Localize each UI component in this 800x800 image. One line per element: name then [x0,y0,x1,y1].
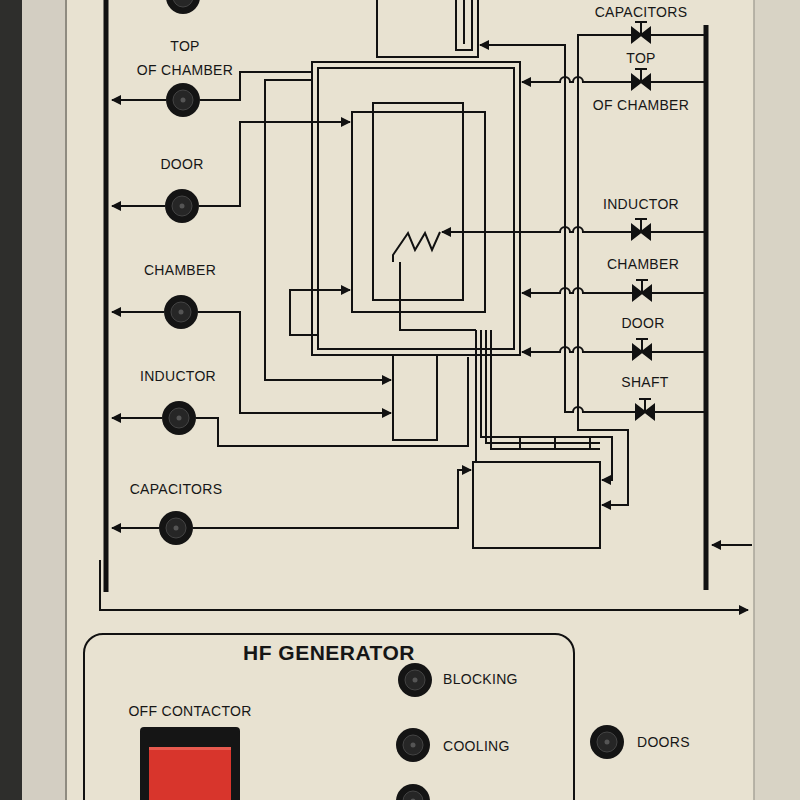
flow-line [112,311,164,313]
indicator-lamp [162,401,196,435]
flow-line [112,205,165,207]
valve-label: CHAMBER [573,255,713,273]
crucible-outline [373,103,463,300]
supply-manifold [704,25,709,590]
panel-bevel [22,0,66,800]
line-spacer [586,35,621,82]
flow-line [486,330,600,443]
top-unit [463,0,465,44]
push-button [140,727,240,800]
push-button-cap [149,747,231,800]
water-inlet [712,544,752,546]
flow-line [650,35,704,412]
indicator-lamps [159,0,624,800]
return-manifold [104,0,109,592]
valve-symbol [632,22,650,42]
lamp-label: COOLING [443,737,510,755]
valve-symbol [633,339,651,359]
chamber-outline [318,68,514,349]
indicator-lamp [165,189,199,223]
chamber-outline [312,62,520,355]
capacitor-bank [473,462,600,548]
valve-label: INDUCTOR [571,195,711,213]
shaft-unit [393,355,437,440]
lamp-label: CHAMBER [110,261,250,279]
flow-line [400,262,476,330]
indicator-lamp [166,0,200,14]
valve-label: DOOR [573,314,713,332]
flow-line [475,330,477,462]
flow-line [520,437,590,449]
valve-symbol [636,399,654,419]
panel-edge [754,0,800,800]
inductor-symbol [393,232,440,262]
flow-line [112,99,166,101]
piping [100,0,752,610]
panel-edge [753,0,755,800]
flow-line [442,227,632,232]
line-spacer [130,34,165,58]
valve-label: TOP OF CHAMBER [586,35,696,129]
top-unit [456,0,472,50]
indicator-lamp [396,784,430,800]
lamp-label: DOOR [112,155,252,173]
lamp-label: INDUCTOR [108,367,248,385]
water-outlet [100,560,748,610]
indicator-lamp [590,725,624,759]
lamp-label: TOP OF CHAMBER [130,34,240,82]
flow-line [112,417,162,419]
valve-symbol [632,219,650,239]
panel-edge [65,0,67,800]
flow-line [196,357,468,446]
valve-label: SHAFT [575,373,715,391]
lamp-label: CAPACITORS [106,480,246,498]
valve-symbol [633,280,651,300]
panel-heading: HF GENERATOR [85,641,573,665]
flow-line [193,470,471,528]
cabinet-edge [0,0,22,800]
top-unit [377,0,478,57]
lamp-label: DOORS [637,733,690,751]
line-spacer [205,34,240,58]
flow-line [199,122,350,206]
indicator-lamp [164,295,198,329]
flow-line [290,290,350,335]
valve-symbols [632,22,654,419]
contactor-button: OFF CONTACTOR [115,701,265,800]
generator-panel: HF GENERATOR OFF CONTACTOR [83,633,575,800]
coil-outline [352,112,485,312]
flow-line [112,527,159,529]
valve-symbol [632,69,650,89]
valve-label: CAPACITORS [571,3,711,21]
indicator-lamp [398,663,432,697]
line-spacer [661,35,696,82]
indicator-lamp [396,728,430,762]
indicator-lamp [159,511,193,545]
flow-line [491,330,600,449]
indicator-lamp [166,83,200,117]
flow-line [198,312,391,413]
lamp-label: BLOCKING [443,670,518,688]
button-label: OFF CONTACTOR [115,701,265,721]
